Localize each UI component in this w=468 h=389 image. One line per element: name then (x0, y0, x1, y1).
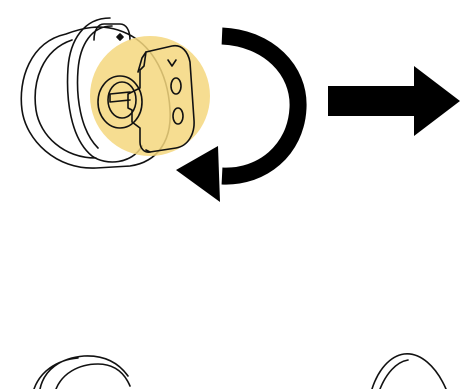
lock-cover-partial (371, 353, 447, 389)
rotate-arrow-arc (221, 27, 307, 185)
key-shaft (109, 91, 131, 103)
lock-inner-rim (34, 39, 97, 159)
lock-outer-plate (20, 26, 171, 169)
thumbturn-key-icon (97, 44, 195, 153)
lock-front-face (66, 17, 143, 163)
lock-housing-top (20, 17, 171, 169)
next-step-arrow-icon (328, 66, 460, 136)
indicator-dot-icon (116, 33, 124, 41)
lock-housing-partial (33, 355, 131, 389)
cylinder-base (97, 75, 143, 129)
key-head (127, 44, 195, 153)
key-hole-top (170, 77, 182, 95)
bottom-step-shapes (33, 353, 447, 389)
lock-slot (93, 23, 131, 41)
cylinder-inner (107, 81, 137, 119)
key-head-edge (137, 51, 151, 153)
key-hole-bottom (172, 107, 184, 125)
thumbturn-highlight (90, 36, 210, 156)
key-notch (167, 59, 177, 67)
rotate-arrow-head (176, 146, 220, 202)
rotate-counterclockwise-arrow-icon (176, 27, 307, 202)
